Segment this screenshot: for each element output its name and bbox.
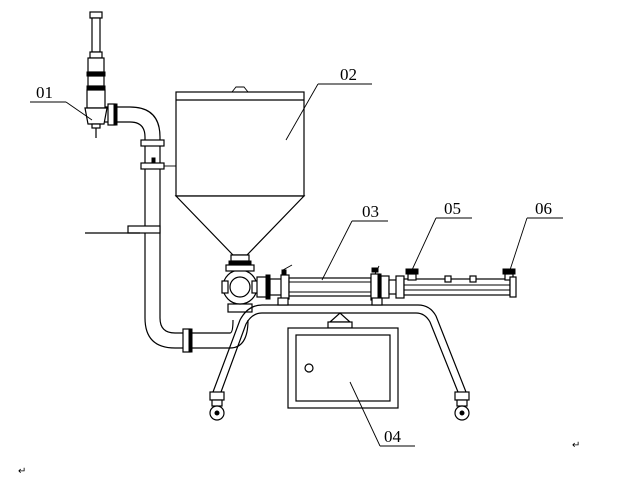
label-04: 04: [384, 427, 402, 446]
feed-pipe: [85, 103, 253, 353]
part-02-hopper: [174, 86, 306, 266]
label-06: 06: [535, 199, 552, 218]
part-04-control-box: [287, 327, 399, 409]
part-03-conveyor: [288, 265, 405, 301]
label-03: 03: [362, 202, 379, 221]
part-05-06-drive: [403, 268, 517, 298]
label-01: 01: [36, 83, 53, 102]
cart-frame: [209, 297, 470, 421]
return-mark-right: ↵: [572, 440, 580, 451]
label-05: 05: [444, 199, 461, 218]
pump-head: [221, 264, 293, 305]
label-02: 02: [340, 65, 357, 84]
return-mark-left: ↵: [18, 466, 26, 477]
leader-lines: [30, 83, 563, 447]
part-01-feeder: [84, 11, 108, 138]
